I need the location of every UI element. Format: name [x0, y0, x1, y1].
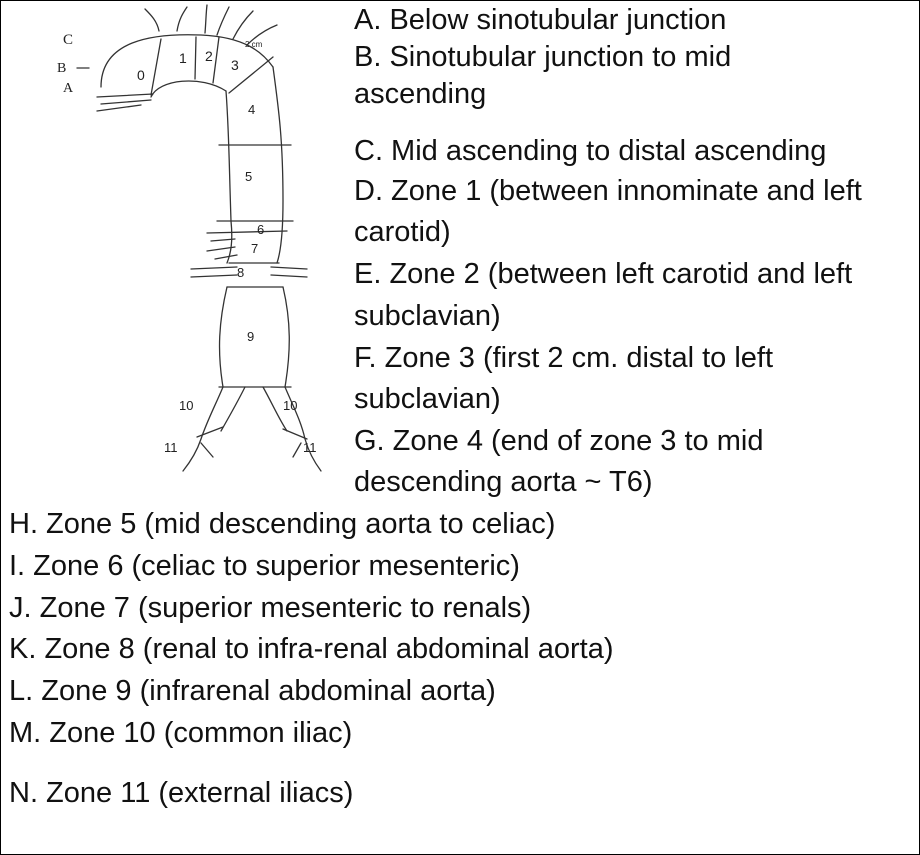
descending-aorta-left-wall: [226, 91, 232, 263]
legend-item-j: J. Zone 7 (superior mesenteric to renals…: [9, 590, 531, 627]
iliac-dividers: [197, 427, 307, 457]
zone-label-11-right: 11: [303, 440, 317, 455]
legend-item-h: H. Zone 5 (mid descending aorta to celia…: [9, 506, 555, 543]
zone-label-7: 7: [251, 241, 258, 256]
legend-item-c: C. Mid ascending to distal ascending: [354, 133, 826, 170]
legend-item-a: A. Below sinotubular junction: [354, 2, 726, 39]
zone-label-4: 4: [248, 102, 255, 117]
side-label-c: C: [63, 32, 73, 48]
aorta-zone-diagram: C B A 0 1 2 3 4 5 6 7 8 9 10 10 11 11 2 …: [1, 1, 341, 511]
zone-label-5: 5: [245, 169, 252, 184]
legend-item-d-cont: carotid): [354, 214, 451, 251]
zone-label-10-left: 10: [179, 398, 193, 413]
legend-item-g: G. Zone 4 (end of zone 3 to mid: [354, 423, 763, 460]
arch-inner-wall: [151, 81, 226, 97]
distance-label-2cm: 2 cm: [245, 40, 263, 49]
abdominal-aorta-left-wall: [220, 287, 227, 387]
legend-item-g-cont: descending aorta ~ T6): [354, 464, 653, 501]
zone-label-1: 1: [179, 50, 187, 66]
legend-item-l: L. Zone 9 (infrarenal abdominal aorta): [9, 673, 496, 710]
legend-item-e: E. Zone 2 (between left carotid and left: [354, 256, 852, 293]
left-carotid-artery: [205, 5, 229, 35]
innominate-artery: [145, 7, 187, 31]
legend-item-f-cont: subclavian): [354, 381, 501, 418]
aortic-root-lines: [97, 94, 153, 111]
legend-item-i: I. Zone 6 (celiac to superior mesenteric…: [9, 548, 520, 585]
legend-item-e-cont: subclavian): [354, 298, 501, 335]
legend-item-k: K. Zone 8 (renal to infra-renal abdomina…: [9, 631, 613, 668]
side-label-a: A: [63, 81, 74, 96]
legend-item-m: M. Zone 10 (common iliac): [9, 715, 352, 752]
zone-label-8: 8: [237, 265, 244, 280]
zone-label-11-left: 11: [164, 440, 178, 455]
descending-aorta-right-wall: [273, 67, 283, 263]
arch-divider-0-1: [151, 39, 161, 95]
zone-label-9: 9: [247, 329, 254, 344]
legend-item-d: D. Zone 1 (between innominate and left: [354, 173, 862, 210]
zone-label-2: 2: [205, 48, 213, 64]
arch-divider-1-2: [195, 37, 196, 79]
legend-item-f: F. Zone 3 (first 2 cm. distal to left: [354, 340, 773, 377]
zone-label-0: 0: [137, 67, 145, 83]
legend-item-n: N. Zone 11 (external iliacs): [9, 775, 353, 812]
legend-item-b-cont: ascending: [354, 76, 486, 113]
legend-item-b: B. Sinotubular junction to mid: [354, 39, 731, 76]
arch-divider-2-3: [213, 37, 219, 83]
abdominal-aorta-right-wall: [283, 287, 289, 387]
renal-arteries: [191, 267, 307, 277]
celiac-branch: [207, 231, 287, 241]
zone-label-3: 3: [231, 57, 239, 73]
zone-label-6: 6: [257, 222, 264, 237]
side-label-b: B: [57, 61, 66, 76]
sma-branch: [207, 247, 237, 259]
zone-label-10-right: 10: [283, 398, 297, 413]
